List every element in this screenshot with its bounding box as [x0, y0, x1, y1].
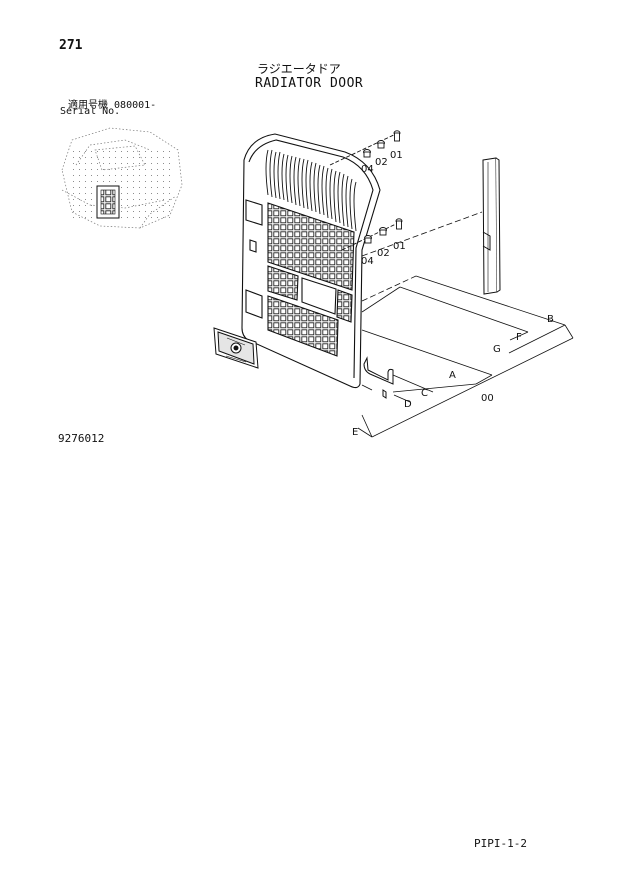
callout-A: A [449, 370, 456, 381]
callout-04-lower: 04 [361, 256, 374, 267]
callout-C: C [421, 388, 428, 399]
radiator-door-panel [241, 133, 381, 389]
page-number: 271 [59, 38, 83, 53]
page-title-japanese: ラジエータドア [257, 62, 341, 76]
machine-locator-thumbnail [61, 127, 183, 229]
callout-G: G [493, 344, 501, 355]
page-title: RADIATOR DOOR [255, 76, 364, 91]
serial-value: 080001- [114, 100, 157, 111]
callout-01-upper: 01 [390, 150, 403, 161]
callout-F: F [516, 332, 522, 343]
serial-range: 適用号機 080001- [68, 96, 156, 111]
lower-bolt-nut-washer-set [341, 218, 403, 251]
door-seal-strip [482, 157, 501, 295]
dimension-lines [357, 211, 574, 438]
callout-00: 00 [481, 393, 494, 404]
callout-labels: 04 02 01 04 02 01 B F G A C D E 00 [352, 150, 554, 438]
callout-04-upper: 04 [361, 164, 374, 175]
serial-label: Serial No. [60, 106, 121, 117]
callout-B: B [547, 314, 554, 325]
callout-01-lower: 01 [393, 241, 406, 252]
drawing-number: 9276012 [58, 432, 105, 445]
upper-bolt-nut-washer-set [329, 130, 401, 166]
callout-E: E [352, 427, 358, 438]
callout-D: D [404, 399, 412, 410]
footer-code: PIPI-1-2 [474, 837, 527, 850]
callout-02-upper: 02 [375, 157, 388, 168]
door-latch-handle [363, 356, 394, 399]
serial-label-japanese: 適用号機 [68, 100, 108, 111]
callout-02-lower: 02 [377, 248, 390, 259]
door-lock-plate [213, 327, 259, 369]
radiator-door-location-marker [96, 185, 120, 219]
